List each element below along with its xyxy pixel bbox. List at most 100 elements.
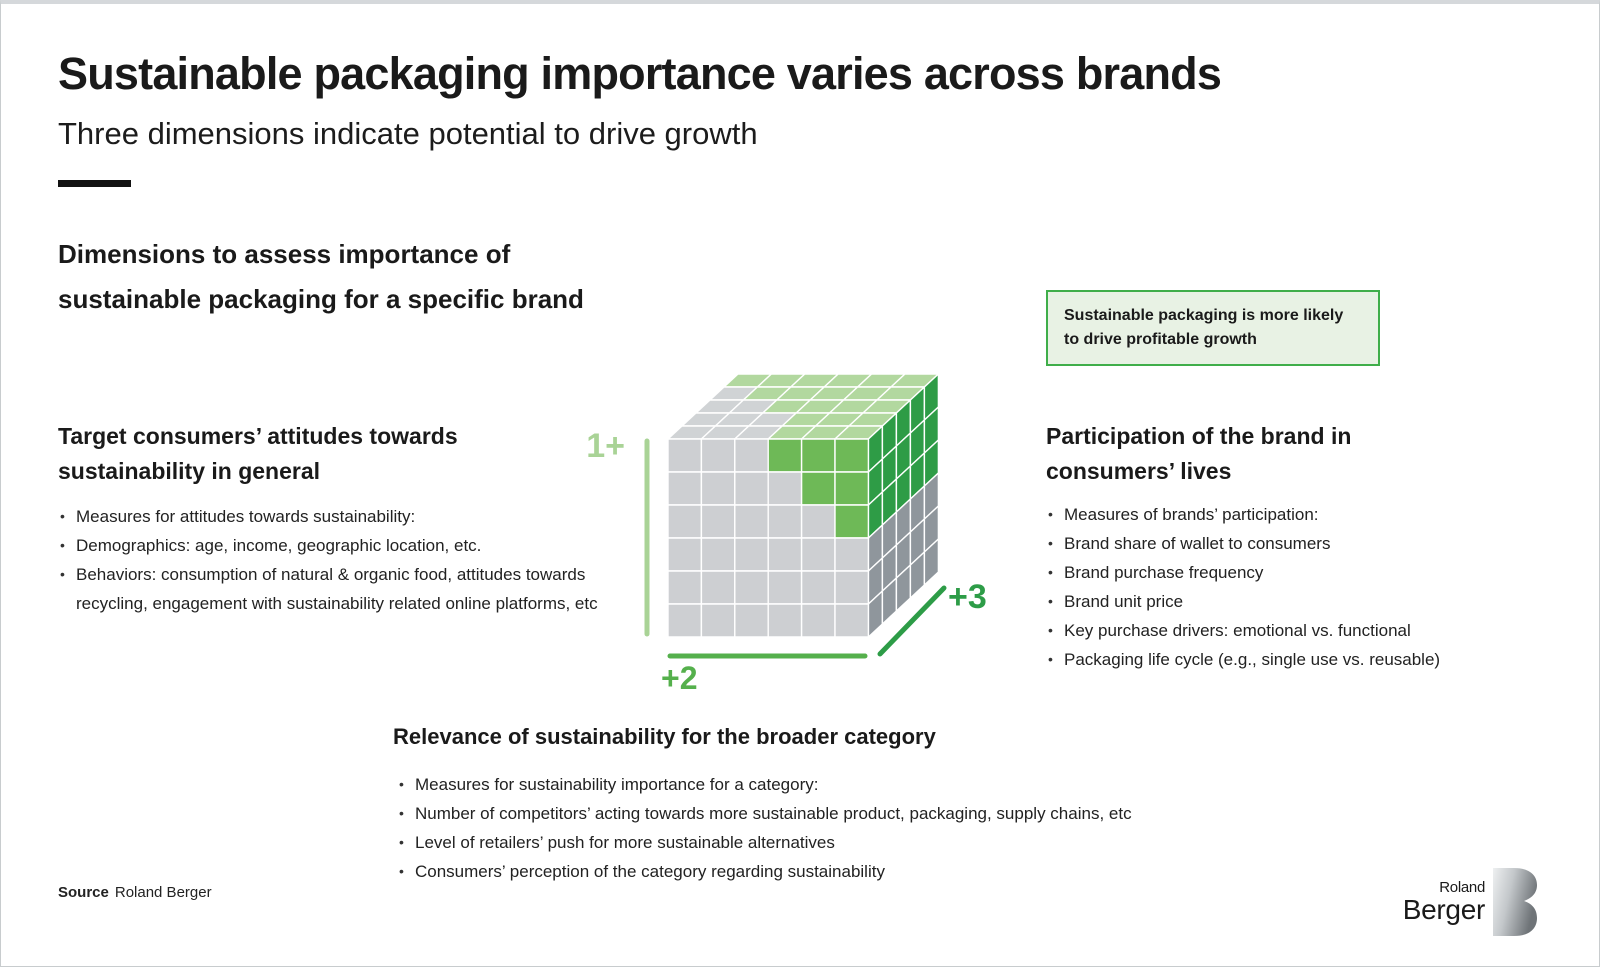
- cube-cell: [667, 570, 703, 605]
- cube-cell: [713, 412, 765, 427]
- left-panel-heading: Target consumers’ attitudes towards sust…: [58, 419, 618, 489]
- title-dash: [58, 180, 131, 187]
- cube-cell: [734, 438, 769, 473]
- cube-cell: [699, 425, 751, 440]
- right-panel-bullet-list: Measures of brands’ participation:Brand …: [1046, 500, 1546, 674]
- bullet-item: Measures for attitudes towards sustainab…: [58, 502, 598, 531]
- cube-cell: [680, 412, 732, 427]
- cube-cell: [767, 603, 803, 638]
- cube-cell: [867, 457, 884, 507]
- callout-box: Sustainable packaging is more likely to …: [1046, 290, 1380, 366]
- source-text: Roland Berger: [114, 884, 212, 901]
- cube-cell: [895, 464, 912, 514]
- cube-cell: [667, 438, 703, 473]
- bullet-item: Level of retailers’ push for more sustai…: [397, 828, 1277, 857]
- cube-cell: [734, 603, 769, 638]
- axis-2-label: +2: [661, 660, 698, 696]
- cube-cell: [800, 471, 836, 506]
- logo-roland-text: Roland: [1439, 879, 1485, 896]
- cube-cell: [867, 490, 884, 540]
- cube-cell: [895, 398, 912, 448]
- cube-cell: [834, 537, 870, 572]
- cube-cell: [794, 399, 846, 414]
- cube-cell: [700, 471, 736, 506]
- bullet-item: Brand unit price: [1046, 587, 1546, 616]
- cube-cell: [775, 386, 826, 401]
- cube-cell: [881, 444, 898, 494]
- left-panel-bullet-list: Measures for attitudes towards sustainab…: [58, 502, 598, 618]
- cube-cell: [909, 418, 926, 468]
- cube-cell: [766, 425, 818, 440]
- cube-cell: [889, 373, 941, 388]
- bullet-item: Measures of brands’ participation:: [1046, 500, 1546, 529]
- cube-cell: [881, 477, 898, 527]
- cube-cell: [834, 603, 870, 638]
- cube-cell: [881, 576, 898, 626]
- cube-cell: [799, 425, 851, 440]
- cube-cell: [813, 412, 865, 427]
- cube-cell: [923, 438, 940, 488]
- cube-cell: [767, 537, 803, 572]
- roland-berger-b-logo-icon: [1493, 868, 1537, 936]
- cube-cell: [909, 451, 926, 501]
- bullet-item: Key purchase drivers: emotional vs. func…: [1046, 616, 1546, 645]
- cube-cell: [780, 412, 832, 427]
- cube-cell: [800, 570, 836, 605]
- bullet-item: Packaging life cycle (e.g., single use v…: [1046, 645, 1546, 674]
- cube-cell: [667, 603, 703, 638]
- cube-cell: [847, 412, 899, 427]
- cube-cell: [909, 517, 926, 567]
- cube-cell: [875, 386, 927, 401]
- cube-cell: [895, 530, 912, 580]
- cube-cell: [666, 425, 718, 440]
- cube-cell: [727, 399, 779, 414]
- cube-cell: [708, 386, 760, 401]
- cube-cell: [694, 399, 746, 414]
- bullet-item: Measures for sustainability importance f…: [397, 770, 1277, 799]
- cube-cell: [834, 504, 870, 539]
- axis-3-line: [877, 585, 947, 657]
- cube-cell: [861, 399, 913, 414]
- cube-cell: [800, 537, 836, 572]
- left-panel-heading-line: Target consumers’ attitudes towards: [58, 423, 458, 449]
- cube-cell: [767, 570, 803, 605]
- cube-cell: [800, 603, 836, 638]
- cube-cell: [722, 373, 774, 388]
- bottom-panel-heading: Relevance of sustainability for the broa…: [393, 724, 936, 749]
- cube-cell: [667, 471, 703, 506]
- cube-cell: [808, 386, 860, 401]
- cube-cell: [909, 550, 926, 600]
- cube-cell: [755, 373, 807, 388]
- bullet-item: Brand purchase frequency: [1046, 558, 1546, 587]
- cube-cell: [767, 504, 803, 539]
- cube-cell: [700, 603, 736, 638]
- cube-cell: [800, 504, 836, 539]
- cube-cell: [867, 589, 884, 639]
- cube-cell: [700, 570, 736, 605]
- cube-cell: [767, 471, 803, 506]
- right-panel-heading: Participation of the brand in consumers’…: [1046, 419, 1566, 489]
- cube-cell: [923, 372, 940, 422]
- cube-cell: [733, 425, 784, 440]
- cube-cell: [700, 438, 736, 473]
- cube-cell: [895, 563, 912, 613]
- cube-cell: [747, 412, 798, 427]
- bullet-item: Consumers’ perception of the category re…: [397, 857, 1277, 886]
- cube-cell: [881, 510, 898, 560]
- cube-cell: [734, 537, 769, 572]
- callout-line: Sustainable packaging is more likely: [1064, 307, 1344, 324]
- cube-cell: [895, 431, 912, 481]
- logo-wordmark: Roland Berger: [1359, 879, 1486, 924]
- cube-cell: [867, 523, 884, 573]
- callout-line: to drive profitable growth: [1064, 331, 1257, 348]
- source-label: Source: [58, 884, 109, 901]
- axis-3-label: +3: [948, 578, 987, 616]
- cube-cell: [667, 504, 703, 539]
- cube-cell: [734, 471, 769, 506]
- cube-cell: [881, 411, 898, 461]
- page-title: Sustainable packaging importance varies …: [58, 48, 1222, 99]
- cube-cell: [761, 399, 812, 414]
- bullet-item: Behaviors: consumption of natural & orga…: [58, 560, 598, 618]
- bullet-item: Brand share of wallet to consumers: [1046, 529, 1546, 558]
- bullet-item: Demographics: age, income, geographic lo…: [58, 531, 598, 560]
